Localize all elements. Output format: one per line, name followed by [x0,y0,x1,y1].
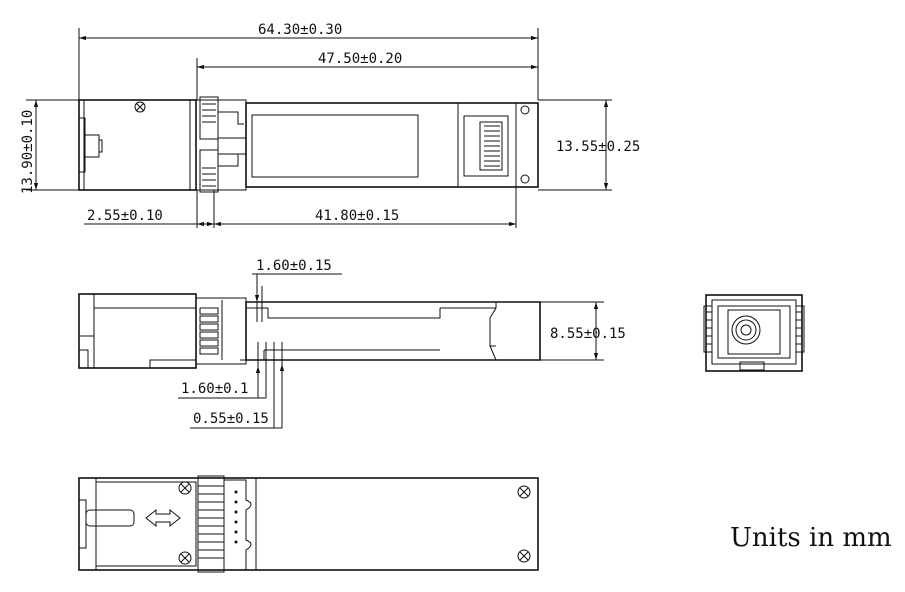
units-note: Units in mm [730,523,892,553]
right-height-label: 13.55±0.25 [556,139,640,155]
left-height-label: 13.90±0.10 [20,110,36,194]
bottom-offset-label: 0.55±0.15 [193,411,269,427]
slide-direction-icon [145,508,181,528]
side-body [245,301,541,361]
bottom-step-label: 1.60±0.1 [181,381,248,397]
screw-icon [178,481,531,565]
side-view: 1.60±0.15 8.55±0.15 1.60±0.1 0.55±0.15 [78,258,626,429]
module-body [245,102,539,188]
screw-icon [134,101,146,113]
side-handle [78,293,197,369]
label-window [251,114,419,178]
body-length-label: 47.50±0.20 [318,51,402,67]
bottom-body [78,477,539,571]
optical-port-icon [731,315,761,345]
front-outline [705,294,803,372]
latch-offset-label: 2.55±0.10 [87,208,163,224]
handle-block [78,99,197,191]
body-to-connector-label: 41.80±0.15 [315,208,399,224]
top-view: 64.30±0.30 47.50±0.20 13.90±0.10 [20,22,640,228]
side-height-label: 8.55±0.15 [550,326,626,342]
edge-connector [463,115,509,177]
front-view [703,294,805,372]
overall-length-label: 64.30±0.30 [258,22,342,38]
bottom-view [78,475,539,573]
top-step-label: 1.60±0.15 [256,258,332,274]
